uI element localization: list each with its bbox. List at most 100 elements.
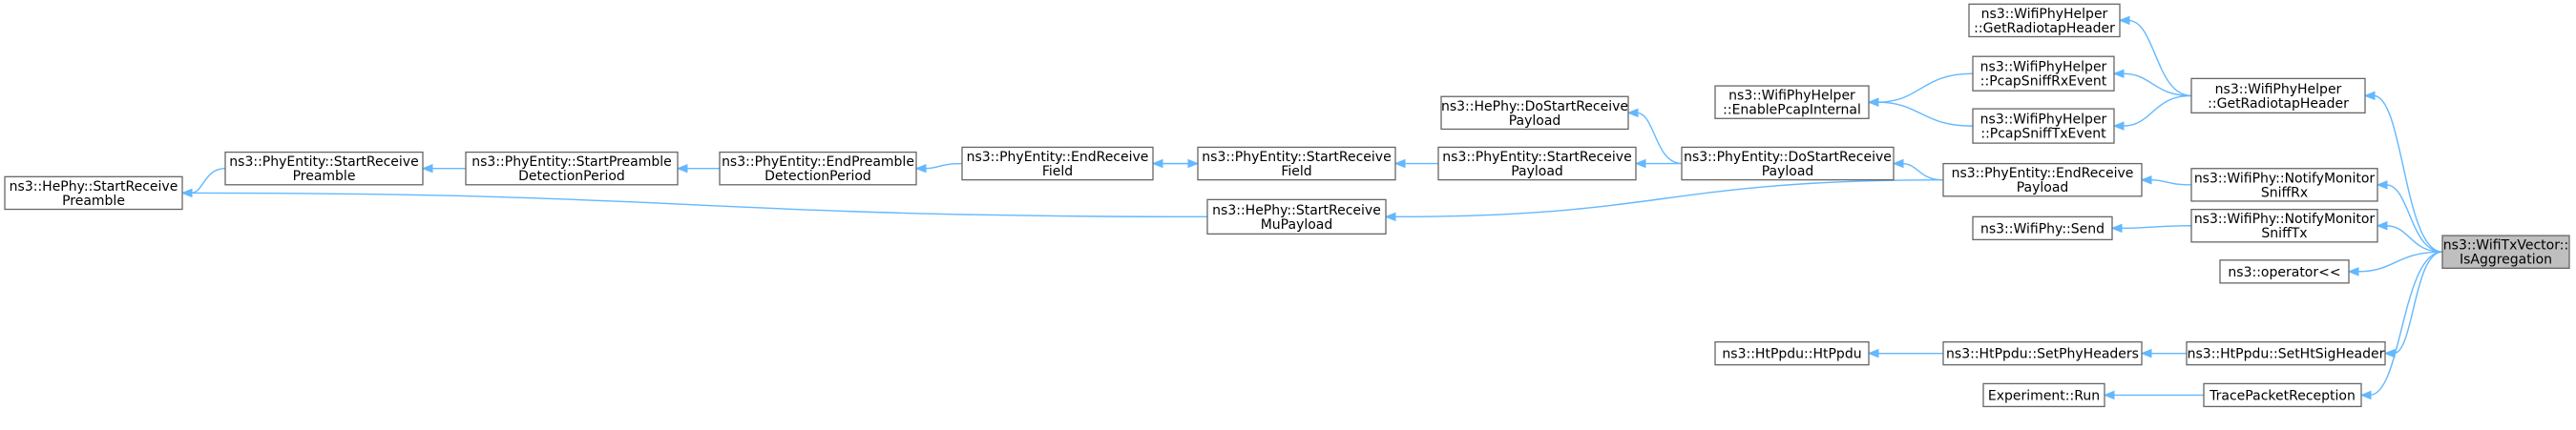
node-label-line: Experiment::Run	[1988, 388, 2100, 403]
node-label-line: ns3::WifiTxVector::	[2443, 238, 2568, 254]
edge-phyentity_sr_payload-to-phyentity_sr_field	[1393, 158, 1438, 169]
edge-arrowhead	[1393, 158, 1406, 169]
node-label-line: ns3::operator<<	[2228, 265, 2340, 280]
node-label-line: Payload	[1511, 164, 1563, 179]
node-label-line: ns3::HePhy::StartReceive	[10, 179, 178, 195]
node-trace-packet-reception[interactable]: TracePacketReception	[2203, 382, 2362, 408]
edge-htppdu_sethtsig-to-htppdu_setphyheaders	[2140, 348, 2187, 358]
node-label-line: ns3::HtPpdu::HtPpdu	[1722, 347, 1861, 362]
node-wifiphyhelper-pcaprx[interactable]: ns3::WifiPhyHelper::PcapSniffRxEvent	[1972, 55, 2115, 92]
edge-wifiphyhelper_getradiotap_right-to-wifiphyhelper_getradiotap_top	[2118, 15, 2192, 97]
edge-trace_packet_reception-to-experiment_run	[2103, 390, 2205, 400]
nodes-layer: ns3::HePhy::StartReceivePreamblens3::Phy…	[4, 3, 2570, 408]
edge-arrowhead	[676, 163, 688, 174]
edge-wifiphyhelper_pcaprx-to-wifiphyhelper_enablepcap	[1867, 72, 1974, 107]
node-label-line: ns3::PhyEntity::StartReceive	[229, 154, 418, 170]
node-box	[1714, 85, 1870, 119]
node-label-line: MuPayload	[1261, 217, 1333, 233]
node-label-line: ns3::HtPpdu::SetPhyHeaders	[1946, 347, 2139, 362]
node-label-line: ns3::PhyEntity::EndReceive	[1952, 166, 2134, 181]
edge-arrowhead	[1892, 158, 1904, 169]
node-label-line: ns3::WifiPhyHelper	[1980, 60, 2107, 75]
node-label-line: Preamble	[293, 169, 356, 184]
edge-arrowhead	[2110, 223, 2123, 234]
node-box	[1206, 198, 1387, 235]
node-box	[2186, 340, 2386, 366]
node-label-line: ns3::WifiPhy::Send	[1980, 221, 2105, 236]
node-label-line: ::GetRadiotapHeader	[2208, 96, 2349, 112]
node-label-line: Field	[1281, 164, 1311, 179]
node-htppdu-sethtsig[interactable]: ns3::HtPpdu::SetHtSigHeader	[2186, 340, 2386, 366]
node-label-line: ns3::WifiPhy::NotifyMonitor	[2194, 171, 2376, 186]
edge-wifiphyhelper_getradiotap_right-to-wifiphyhelper_pcaptx	[2112, 94, 2192, 131]
edge-phyentity_er_field-to-phyentity_sr_field	[1153, 158, 1200, 169]
node-box	[2190, 168, 2378, 202]
node-phyentity-ep-detection[interactable]: ns3::PhyEntity::EndPreambleDetectionPeri…	[719, 151, 917, 186]
node-htppdu-htppdu[interactable]: ns3::HtPpdu::HtPpdu	[1714, 340, 1870, 366]
node-label-line: ns3::PhyEntity::StartReceive	[1202, 150, 1391, 165]
node-box	[1681, 146, 1895, 181]
node-phyentity-sp-detection[interactable]: ns3::PhyEntity::StartPreambleDetectionPe…	[465, 151, 679, 186]
edge-wifitxvector_isaggregation-to-htppdu_sethtsig	[2383, 251, 2443, 358]
node-box	[1968, 3, 2121, 38]
node-experiment-run[interactable]: Experiment::Run	[1982, 382, 2105, 408]
edge-wifiphy_notify_rx-to-phyentity_er_payload	[2140, 174, 2192, 186]
node-operator-ltlt[interactable]: ns3::operator<<	[2219, 259, 2350, 284]
node-label-line: ns3::PhyEntity::StartPreamble	[471, 154, 671, 170]
edge-wifitxvector_isaggregation-to-trace_packet_reception	[2359, 251, 2443, 400]
edge-arrowhead	[2140, 174, 2152, 185]
edge-line	[1876, 72, 1974, 103]
node-wifiphyhelper-getradiotap-top[interactable]: ns3::WifiPhyHelper::GetRadiotapHeader	[1968, 3, 2121, 38]
edge-hephy_sr_mupayload-to-hephy_sr_preamble	[180, 188, 1208, 218]
edge-line	[2356, 251, 2443, 273]
node-label-line: Field	[1042, 164, 1073, 179]
node-box	[1437, 146, 1637, 181]
node-wifitxvector-isaggregation[interactable]: ns3::WifiTxVector::IsAggregation	[2441, 235, 2570, 269]
node-wifiphyhelper-getradiotap-right[interactable]: ns3::WifiPhyHelper::GetRadiotapHeader	[2190, 77, 2366, 114]
node-box	[1197, 146, 1396, 181]
edge-phyentity_dsr_payload-to-phyentity_sr_payload	[1634, 158, 1682, 169]
edge-line	[924, 162, 963, 170]
node-wifiphy-send[interactable]: ns3::WifiPhy::Send	[1972, 215, 2113, 241]
edge-line	[2385, 225, 2443, 253]
node-wifiphyhelper-enablepcap[interactable]: ns3::WifiPhyHelper::EnablePcapInternal	[1714, 85, 1870, 119]
node-label-line: DetectionPeriod	[518, 169, 625, 184]
node-box	[2219, 259, 2350, 284]
node-htppdu-setphyheaders[interactable]: ns3::HtPpdu::SetPhyHeaders	[1942, 340, 2143, 366]
edge-line	[190, 167, 226, 195]
node-label-line: ns3::HtPpdu::SetHtSigHeader	[2188, 347, 2385, 362]
node-wifiphyhelper-pcaptx[interactable]: ns3::WifiPhyHelper::PcapSniffTxEvent	[1972, 108, 2115, 144]
node-label-line: Payload	[1762, 164, 1814, 179]
node-label-line: ns3::WifiPhy::NotifyMonitor	[2194, 212, 2376, 227]
edge-line	[2127, 19, 2192, 97]
node-box	[1972, 215, 2113, 241]
node-label-line: SniffRx	[2261, 185, 2308, 200]
node-label-line: ::GetRadiotapHeader	[1974, 21, 2115, 36]
edge-arrowhead	[1187, 158, 1200, 169]
node-label-line: ns3::WifiPhyHelper	[1728, 89, 1855, 104]
edge-arrowhead	[180, 188, 193, 198]
node-label-line: ns3::HePhy::DoStartReceive	[1441, 99, 1628, 114]
edge-wifiphyhelper_pcaptx-to-wifiphyhelper_enablepcap	[1867, 97, 1974, 127]
edge-phyentity_dsr_payload-to-hephy_dsr_payload	[1626, 108, 1683, 165]
edge-line	[2373, 94, 2443, 253]
node-box	[2203, 382, 2362, 408]
edge-line	[2122, 94, 2192, 127]
node-box	[1972, 108, 2115, 144]
edge-arrowhead	[421, 163, 433, 174]
node-label-line: Payload	[2017, 180, 2069, 195]
node-box	[1942, 340, 2143, 366]
edge-wifiphyhelper_getradiotap_right-to-wifiphyhelper_pcaprx	[2112, 69, 2192, 97]
node-label-line: ::EnablePcapInternal	[1723, 103, 1861, 118]
